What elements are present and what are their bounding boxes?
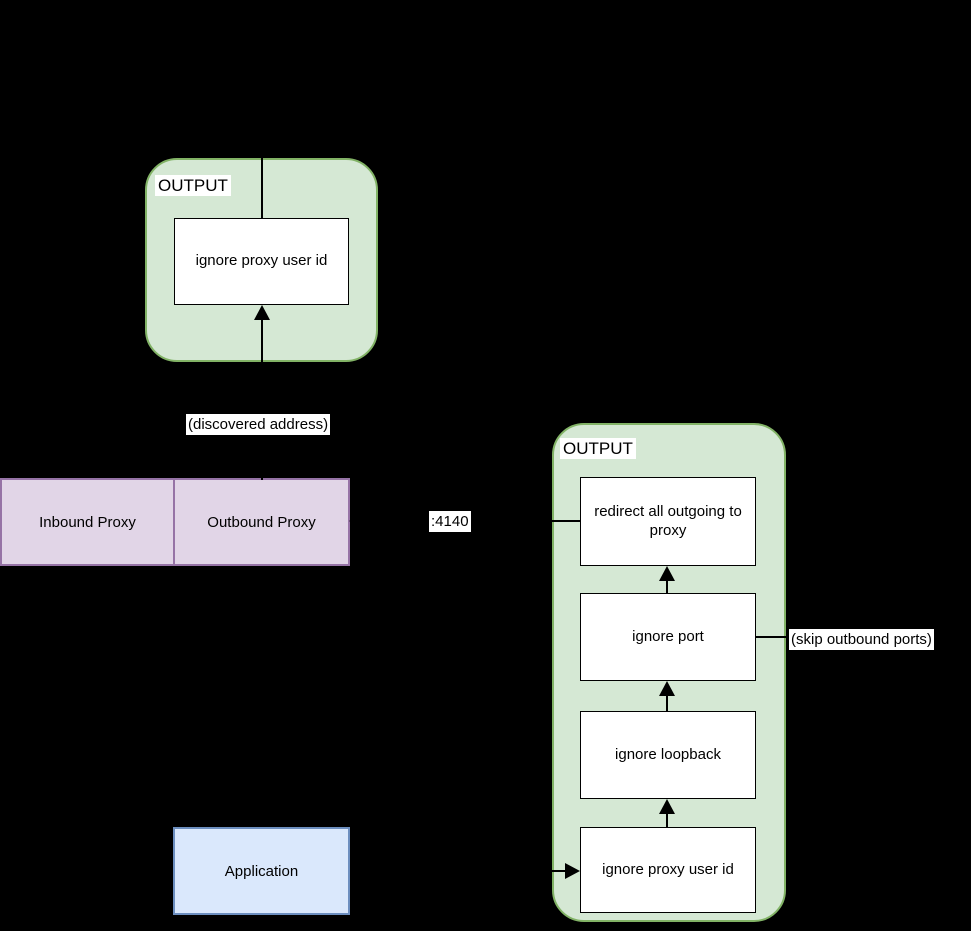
node-label: Outbound Proxy (207, 513, 316, 531)
node-label: ignore loopback (615, 745, 721, 763)
node-label: ignore proxy user id (602, 860, 734, 878)
node-ignore-proxy-user-id-outbound: ignore proxy user id (580, 827, 756, 913)
edge-skip-outbound-ports (756, 636, 796, 638)
node-redirect-all-outgoing: redirect all outgoing to proxy (580, 477, 756, 566)
node-label: Inbound Proxy (39, 513, 136, 531)
label-discovered-address: (discovered address) (186, 414, 331, 435)
inbound-proxy-node: Inbound Proxy (0, 478, 175, 566)
edge-application-to-output-chain (352, 870, 566, 872)
outbound-proxy-node: Outbound Proxy (173, 478, 350, 566)
node-label: Application (224, 862, 299, 880)
node-ignore-port: ignore port (580, 593, 756, 681)
edge-ignore-user-to-ignore-loopback (666, 813, 668, 828)
arrowhead-right-icon (565, 863, 580, 879)
edge-ignore-loopback-to-ignore-port (666, 695, 668, 712)
output-chain-top-title: OUTPUT (155, 175, 231, 196)
node-label: ignore port (632, 627, 704, 645)
edge-outbound-proxy-to-top-chain (261, 319, 263, 480)
node-label: ignore proxy user id (195, 252, 328, 270)
node-ignore-loopback: ignore loopback (580, 711, 756, 799)
arrowhead-up-icon (659, 566, 675, 581)
node-label: redirect all outgoing to proxy (594, 502, 742, 539)
arrowhead-up-icon (659, 681, 675, 696)
label-port-4140: :4140 (429, 511, 471, 532)
application-node: Application (173, 827, 350, 915)
arrowhead-up-icon (659, 799, 675, 814)
arrowhead-up-icon (254, 305, 270, 320)
output-chain-outbound-title: OUTPUT (560, 438, 636, 459)
edge-ignore-port-to-redirect (666, 580, 668, 594)
label-skip-outbound-ports: (skip outbound ports) (789, 629, 934, 650)
node-ignore-proxy-user-id-top: ignore proxy user id (174, 218, 349, 305)
edge-into-top-chain (261, 157, 263, 219)
